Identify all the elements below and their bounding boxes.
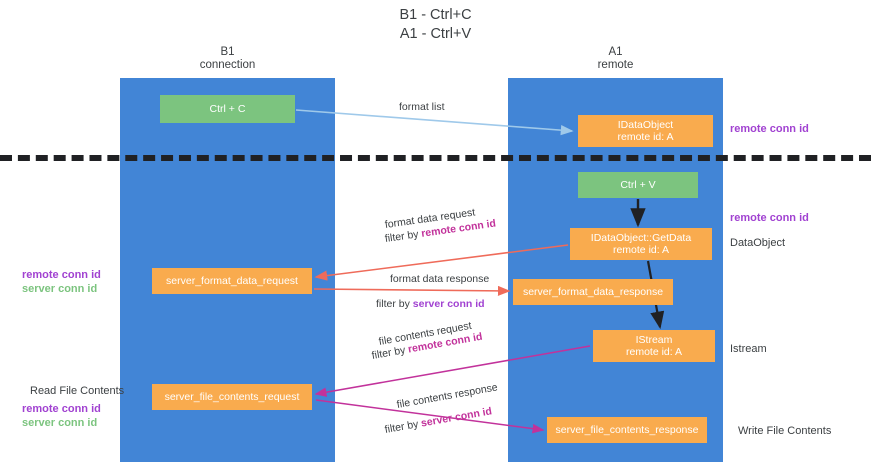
node-ctrl-v-label: Ctrl + V bbox=[620, 178, 656, 191]
node-server-format-data-response[interactable]: server_format_data_response bbox=[513, 279, 673, 305]
node-server-format-data-request-label: server_format_data_request bbox=[166, 274, 298, 287]
annotation-left-server-conn-id: server conn id bbox=[22, 283, 98, 295]
annotation-remote-conn-id-mid: remote conn id bbox=[730, 212, 809, 224]
node-idataobject-text: IDataObject remote id: A bbox=[617, 119, 673, 144]
node-server-file-contents-request-label: server_file_contents_request bbox=[164, 390, 300, 403]
annotation-left-remote-conn-id-2: remote conn id bbox=[22, 403, 101, 415]
filter-prefix-2: filter by bbox=[376, 298, 413, 310]
edge-label-format-list: format list bbox=[399, 101, 445, 113]
annotation-write-file-contents: Write File Contents bbox=[738, 425, 832, 437]
annotation-left-conn-ids: remote conn id server conn id bbox=[22, 268, 101, 296]
filter-prefix-3: filter by bbox=[370, 343, 410, 362]
lane-a1-subtitle: remote bbox=[597, 59, 634, 71]
node-server-file-contents-response-label: server_file_contents_response bbox=[555, 423, 699, 436]
filter-prefix-4: filter by bbox=[383, 417, 423, 436]
lane-b1-name: B1 bbox=[220, 46, 235, 58]
node-ctrl-c-label: Ctrl + C bbox=[209, 102, 246, 115]
node-getdata-line1: IDataObject::GetData bbox=[590, 231, 692, 244]
node-getdata-line2: remote id: A bbox=[612, 244, 669, 256]
edge-label-format-data-response: format data response bbox=[390, 273, 490, 285]
lane-header-a1: A1 remote bbox=[508, 46, 723, 72]
node-server-format-data-response-label: server_format_data_response bbox=[522, 285, 664, 298]
annotation-left-server-conn-id-2: server conn id bbox=[22, 417, 98, 429]
filter-key-server-conn-id-1: server conn id bbox=[412, 298, 485, 310]
node-idataobject-line2: remote id: A bbox=[617, 131, 674, 143]
edge-label-format-data-response-filter: filter by server conn id bbox=[376, 298, 485, 311]
lane-header-b1: B1 connection bbox=[120, 46, 335, 72]
node-istream[interactable]: IStream remote id: A bbox=[593, 330, 715, 362]
annotation-left-conn-ids-2: remote conn id server conn id bbox=[22, 402, 101, 430]
node-server-file-contents-response[interactable]: server_file_contents_response bbox=[547, 417, 707, 443]
annotation-remote-conn-id-top: remote conn id bbox=[730, 123, 809, 135]
node-istream-text: IStream remote id: A bbox=[626, 334, 682, 359]
node-server-file-contents-request[interactable]: server_file_contents_request bbox=[152, 384, 312, 410]
annotation-dataobject: DataObject bbox=[730, 237, 786, 249]
annotation-read-file-contents: Read File Contents bbox=[30, 385, 125, 397]
lane-b1-subtitle: connection bbox=[199, 59, 256, 71]
node-ctrl-v[interactable]: Ctrl + V bbox=[578, 172, 698, 198]
title-line-1: B1 - Ctrl+C bbox=[399, 7, 472, 23]
node-idataobject-line1: IDataObject bbox=[617, 118, 674, 131]
filter-key-server-conn-id-2: server conn id bbox=[420, 405, 493, 430]
diagram-title: B1 - Ctrl+C A1 - Ctrl+V bbox=[0, 6, 871, 44]
phase-divider bbox=[0, 155, 871, 161]
node-getdata-text: IDataObject::GetData remote id: A bbox=[591, 232, 691, 257]
node-idataobject-getdata[interactable]: IDataObject::GetData remote id: A bbox=[570, 228, 712, 260]
annotation-istream: Istream bbox=[730, 343, 767, 355]
lane-a1-name: A1 bbox=[608, 46, 623, 58]
node-server-format-data-request[interactable]: server_format_data_request bbox=[152, 268, 312, 294]
node-istream-line1: IStream bbox=[635, 333, 673, 346]
title-line-2: A1 - Ctrl+V bbox=[399, 26, 472, 42]
annotation-left-remote-conn-id: remote conn id bbox=[22, 269, 101, 281]
node-ctrl-c[interactable]: Ctrl + C bbox=[160, 95, 295, 123]
node-istream-line2: remote id: A bbox=[625, 346, 683, 358]
edge-format-data-response bbox=[313, 285, 511, 297]
node-idataobject[interactable]: IDataObject remote id: A bbox=[578, 115, 713, 147]
